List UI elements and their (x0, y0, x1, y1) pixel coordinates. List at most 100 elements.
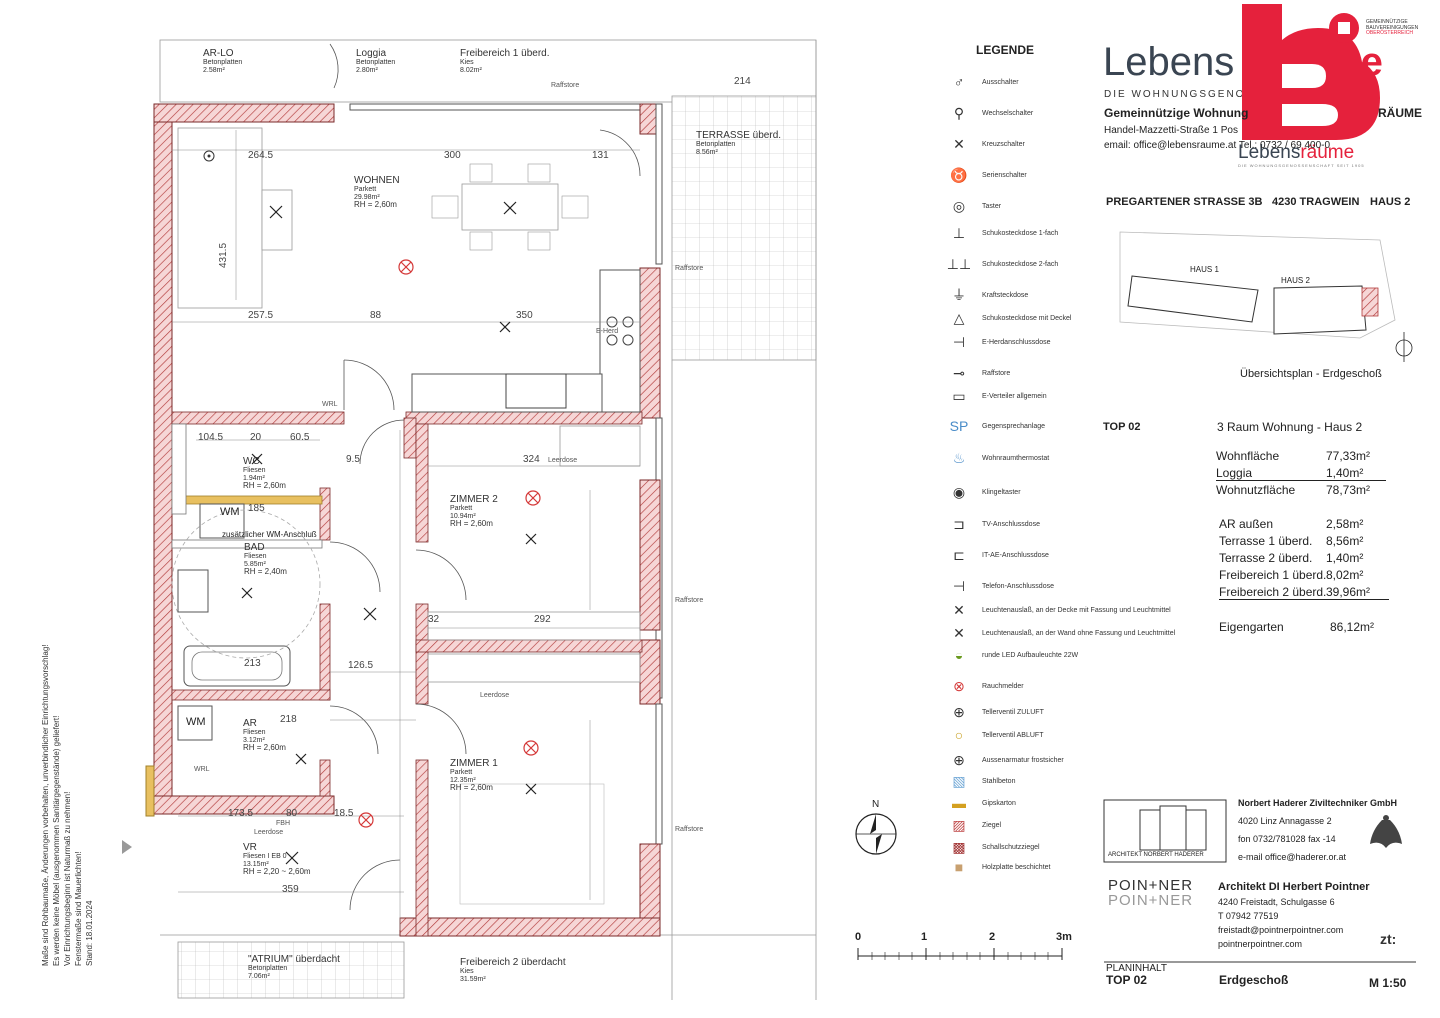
legend-label: E-Verteiler allgemein (982, 392, 1047, 400)
legend-label: Tellerventil ABLUFT (982, 731, 1044, 739)
room-name: ZIMMER 2 (450, 494, 498, 505)
dim-label: 60.5 (290, 432, 310, 443)
room-ar: AR Fliesen 3.12m² RH = 2,60m (243, 718, 286, 753)
legend-label: Schallschutzziegel (982, 843, 1040, 851)
area-row: Freibereich 1 überd.8,02m² (1219, 568, 1389, 582)
legend-title: LEGENDE (976, 43, 1035, 57)
telefon-icon: ⊣ (952, 577, 966, 594)
room-area: 3.12m² (243, 736, 265, 744)
room-area: 2.80m² (356, 66, 378, 74)
architect-name: Architekt DI Herbert Pointner (1218, 881, 1370, 893)
area-value: 8,56m² (1326, 534, 1364, 548)
dim-label: 359 (282, 884, 299, 895)
atrium-tiles (177, 941, 405, 999)
legend-label: Ausschalter (982, 78, 1019, 86)
wall-south (399, 917, 661, 937)
room-name: AR (243, 718, 257, 729)
legend-item: △Schukosteckdose mit Deckel (944, 309, 1072, 327)
dim-label: 213 (244, 658, 261, 669)
dim-label: 300 (444, 150, 461, 161)
disclaimer-line: Fenstermaße sind Mauerlichten! (74, 851, 83, 966)
room-area: 13.15m² (243, 860, 269, 868)
legend-label: Telefon-Anschlussdose (982, 582, 1054, 590)
dim-label: 20 (250, 432, 262, 443)
room-area: 12.35m² (450, 776, 476, 784)
schuko-2-icon: ⊥⊥ (946, 255, 972, 272)
dim-label: 131 (592, 150, 609, 161)
scale-tick: 0 (855, 931, 862, 943)
wechselschalter-icon: ⚲ (953, 104, 965, 121)
dim-label: 185 (248, 503, 265, 514)
room-rh: RH = 2,60m (354, 200, 397, 210)
room-loggia: Loggia Betonplatten 2.80m² (356, 48, 395, 74)
window-east-living (655, 103, 663, 265)
north-arrow (855, 813, 897, 855)
eherd-label: E-Herd (596, 328, 619, 335)
rauchmelder-icon: ⊗ (953, 677, 965, 694)
legend-item: ⚲ Wechselschalter (944, 104, 1033, 122)
garden-label: Eigengarten (1219, 620, 1284, 634)
room-atrium: "ATRIUM" überdacht Betonplatten 7.06m² (248, 954, 340, 980)
legend-item: ⊥Schukosteckdose 1-fach (944, 224, 1058, 242)
project-address: PREGARTENER STRASSE 3B (1106, 196, 1263, 208)
gbv-line: BAUVEREINIGUNGEN (1366, 24, 1419, 31)
architect-addr: 4240 Freistadt, Schulgasse 6 (1218, 897, 1335, 907)
pointner-logo-b: POIN+NER (1108, 892, 1194, 909)
legend-label: IT-AE-Anschlussdose (982, 551, 1049, 559)
area-value: 1,40m² (1326, 466, 1364, 480)
legend-label: Leuchtenauslaß, an der Decke mit Fassung… (982, 606, 1171, 614)
legend-item: ⊐TV-Anschlussdose (944, 515, 1040, 533)
unit-type: 3 Raum Wohnung - Haus 2 (1217, 420, 1363, 434)
engineer-email: e-mail office@haderer.or.at (1238, 852, 1347, 862)
wm-label-ar: WM (186, 716, 206, 728)
legend-label: Tellerventil ZULUFT (982, 708, 1044, 716)
legend-label: Wohnraumthermostat (982, 454, 1050, 462)
logo-wordmark: Lebensräume (1238, 142, 1354, 164)
gbv-line: GEMEINNÜTZIGE (1366, 19, 1408, 25)
legend-item: ⊗Rauchmelder (944, 677, 1024, 695)
legend-item: ◉Klingeltaster (944, 483, 1021, 501)
legend-label: Stahlbeton (982, 777, 1016, 785)
legend-label: Ziegel (982, 821, 1002, 829)
engineer-phone: fon 0732/781028 fax -14 (1238, 834, 1336, 844)
legend-label: Raffstore (982, 369, 1011, 377)
wm-note: zusätzlicher WM-Anschluß (222, 530, 317, 539)
area-label: Wohnfläche (1216, 449, 1280, 463)
room-name: Freibereich 2 überdacht (460, 957, 566, 968)
room-zimmer1: ZIMMER 1 Parkett 12.35m² RH = 2,60m (450, 758, 498, 793)
brand-name-a: Lebens (1103, 40, 1235, 84)
room-name: AR-LO (203, 48, 234, 59)
legend-label: Schukosteckdose 2-fach (982, 260, 1059, 268)
dim-label: 32 (428, 614, 440, 625)
area-value: 8,02m² (1326, 568, 1364, 582)
legend-label: E-Herdanschlussdose (982, 338, 1051, 346)
room-rh: RH = 2,60m (450, 783, 493, 793)
room-floor: Fliesen (243, 729, 266, 736)
klingel-icon: ◉ (952, 483, 966, 500)
room-name: WC (243, 456, 260, 467)
dim-label: 80 (286, 808, 298, 819)
legend-item: ✕Leuchtenauslaß, an der Decke mit Fassun… (944, 601, 1171, 619)
dining-table (461, 183, 559, 231)
room-rh: RH = 2,60m (243, 481, 286, 491)
room-floor: Betonplatten (696, 141, 736, 148)
wrl-label: WRL (194, 766, 210, 773)
area-value: 39,96m² (1326, 585, 1371, 599)
wrl-label: WRL (322, 401, 338, 408)
area-label: Loggia (1216, 466, 1253, 480)
legend-item: ⊣ Telefon-Anschlussdose (944, 577, 1054, 595)
holz-icon: ■ (954, 859, 964, 875)
dim-label: 104.5 (198, 432, 224, 443)
legend-label: Wechselschalter (982, 109, 1034, 117)
project-house: HAUS 2 (1370, 196, 1411, 208)
legend-item: ◎Taster (944, 197, 1001, 215)
logo-tagline: DIE WOHNUNGSGENOSSENSCHAFT SEIT 1905 (1238, 163, 1365, 168)
scale-ratio: M 1:50 (1369, 976, 1407, 990)
taster-icon: ◎ (952, 197, 966, 214)
wall-north-left (153, 103, 335, 123)
garden-value: 86,12m² (1330, 620, 1375, 634)
area-row: Loggia 1,40m² (1216, 466, 1386, 481)
legend-item: ▨Ziegel (944, 816, 1001, 834)
